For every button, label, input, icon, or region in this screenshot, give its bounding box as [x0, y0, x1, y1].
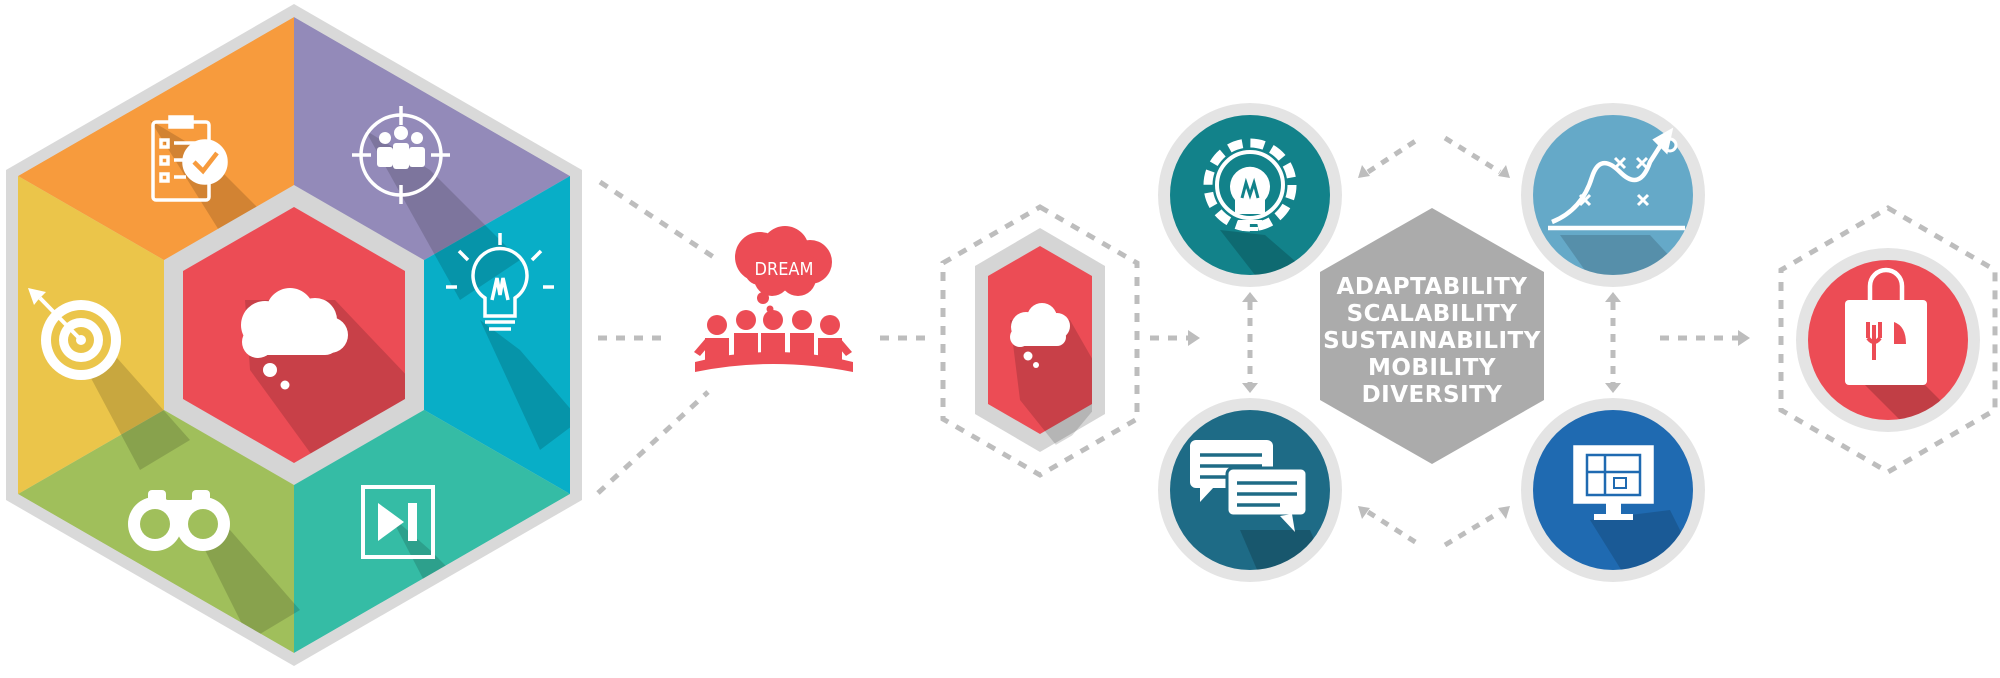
cluster-connectors	[1247, 135, 1616, 548]
circle-strategy	[1521, 103, 1705, 287]
final-hexagon-dotted-outline	[1778, 205, 1998, 475]
quality-adaptability: ADAPTABILITY	[1337, 274, 1528, 300]
team-target-icon	[352, 106, 450, 204]
final-food-bag	[1778, 205, 1998, 475]
connector-arrow-to-cluster	[1150, 330, 1200, 346]
quality-scalability: SCALABILITY	[1347, 301, 1518, 327]
qualities-hexagon	[1320, 208, 1544, 464]
quality-cluster: ADAPTABILITY SCALABILITY SUSTAINABILITY …	[1158, 103, 1705, 582]
quality-diversity: DIVERSITY	[1362, 382, 1503, 408]
bullseye-icon	[28, 288, 121, 380]
people-holding-hands-icon	[694, 310, 853, 372]
segment-blue	[294, 176, 570, 494]
middle-hexagon-dotted-outline	[940, 204, 1140, 478]
chat-bubbles-icon	[1190, 440, 1309, 532]
strategy-play-icon	[1548, 127, 1685, 231]
gear-lightbulb-icon	[1203, 138, 1297, 232]
binoculars-icon	[128, 490, 230, 551]
cloud-thought-icon-small	[1010, 303, 1070, 368]
lightbulb-icon	[446, 233, 554, 331]
middle-hexagon	[940, 204, 1140, 478]
main-hexagon	[6, 4, 582, 666]
quality-mobility: MOBILITY	[1368, 355, 1496, 381]
thought-bubble-label: DREAM	[754, 259, 813, 280]
circle-gear-bulb	[1158, 103, 1342, 287]
dream-group: DREAM	[694, 226, 853, 372]
cloud-thought-icon	[241, 288, 348, 390]
circle-chat	[1158, 398, 1342, 582]
food-bag-icon	[1845, 267, 1927, 385]
segment-yellow	[18, 176, 294, 494]
thought-bubble	[735, 226, 832, 313]
circle-blueprint	[1521, 398, 1705, 582]
connector-arrow-to-final	[1660, 330, 1750, 346]
quality-sustainability: SUSTAINABILITY	[1323, 328, 1541, 354]
checklist-icon	[151, 115, 228, 202]
connectors-left	[596, 179, 925, 495]
blueprint-monitor-icon	[1573, 445, 1654, 520]
skip-forward-icon	[361, 485, 435, 559]
